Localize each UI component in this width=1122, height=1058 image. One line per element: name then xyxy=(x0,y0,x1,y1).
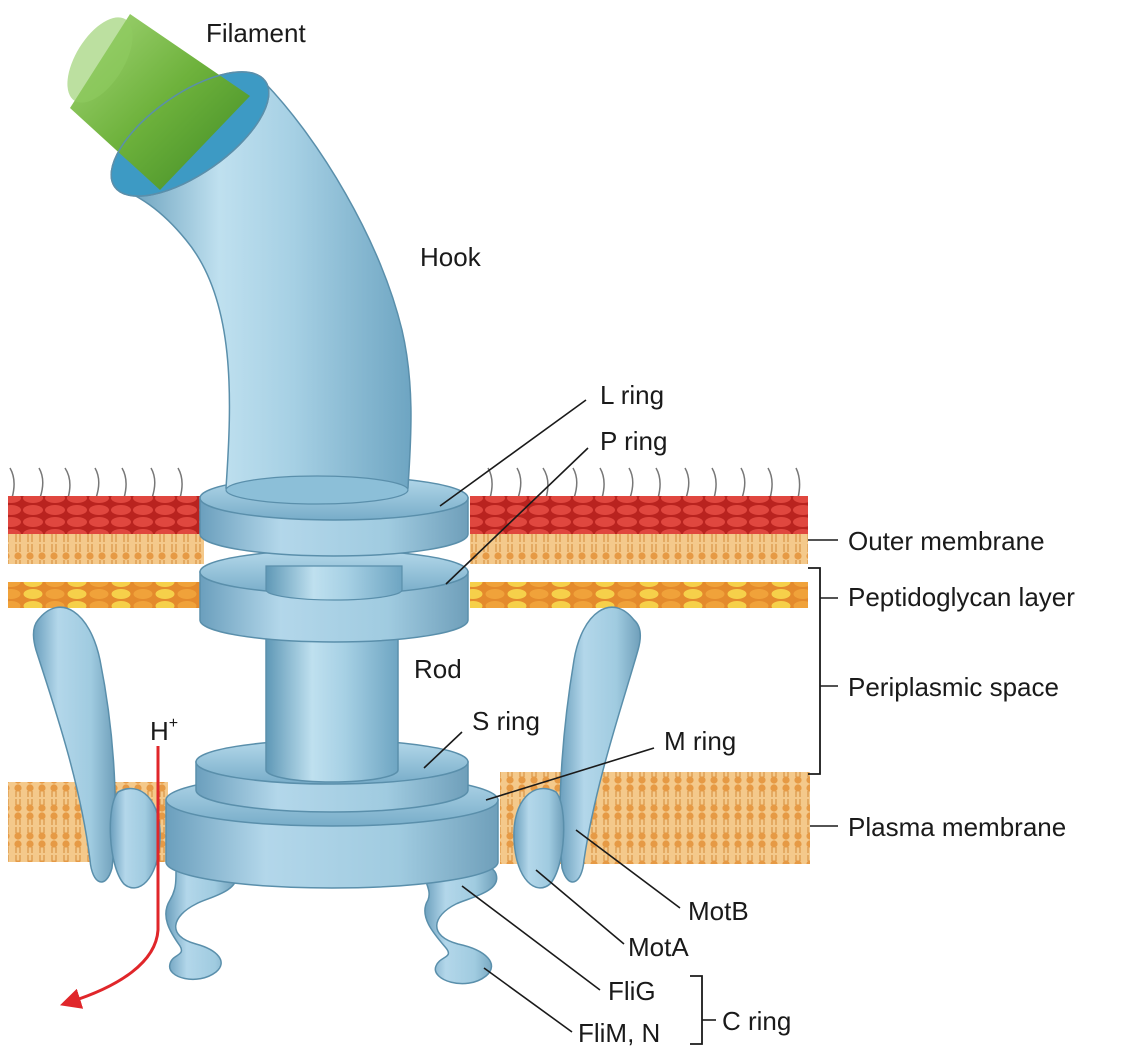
label-plasma-membrane: Plasma membrane xyxy=(848,812,1066,842)
bracket-periplasmic xyxy=(808,567,821,775)
label-flim-n: FliM, N xyxy=(578,1018,660,1048)
peptidoglycan-right xyxy=(470,582,808,608)
label-rod: Rod xyxy=(414,654,462,684)
leader-motb xyxy=(575,829,681,909)
label-periplasmic-space: Periplasmic space xyxy=(848,672,1059,702)
mota-right xyxy=(513,787,565,889)
p-ring xyxy=(199,549,469,643)
leader-p-ring xyxy=(445,447,589,585)
label-mota: MotA xyxy=(628,932,689,962)
leader-flig xyxy=(461,885,601,991)
label-h-ion: H+ xyxy=(150,715,178,746)
outer-membrane-left xyxy=(8,467,204,564)
label-l-ring: L ring xyxy=(600,380,664,410)
label-p-ring: P ring xyxy=(600,426,667,456)
label-outer-membrane: Outer membrane xyxy=(848,526,1045,556)
label-m-ring: M ring xyxy=(664,726,736,756)
motb-right xyxy=(559,606,642,883)
label-hook: Hook xyxy=(420,242,482,272)
label-filament: Filament xyxy=(206,18,306,48)
bracket-c-ring xyxy=(690,975,703,1045)
filament xyxy=(67,14,270,197)
label-c-ring: C ring xyxy=(722,1006,791,1036)
label-s-ring: S ring xyxy=(472,706,540,736)
label-h: H xyxy=(150,716,169,746)
peptidoglycan-left xyxy=(8,582,204,608)
label-peptidoglycan-layer: Peptidoglycan layer xyxy=(848,582,1075,612)
leader-flim-n xyxy=(483,967,573,1033)
proton-flow-arrow xyxy=(60,746,160,1009)
leader-mota xyxy=(535,869,625,945)
motb-left xyxy=(32,606,116,883)
label-flig: FliG xyxy=(608,976,656,1006)
outer-membrane-right xyxy=(470,467,808,564)
label-h-charge: + xyxy=(169,715,178,732)
leader-m-ring xyxy=(485,747,655,801)
label-motb: MotB xyxy=(688,896,749,926)
mota-left xyxy=(109,787,161,889)
leader-s-ring xyxy=(423,731,463,769)
s-ring xyxy=(195,739,469,813)
leader-lines xyxy=(423,399,838,1045)
leader-l-ring xyxy=(439,399,587,507)
rod xyxy=(265,613,399,783)
